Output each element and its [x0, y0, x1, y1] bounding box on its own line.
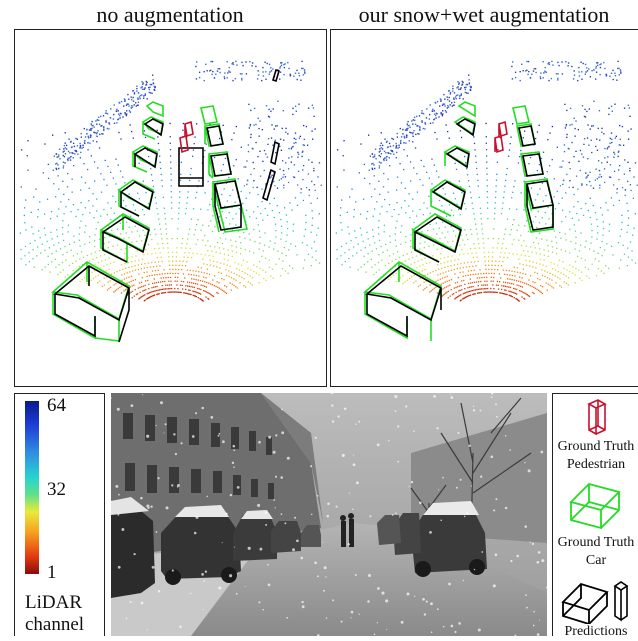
box-type-key-legend: Ground Truth Pedestrian Ground Truth Car…: [552, 393, 638, 639]
prediction-box-icon: [561, 581, 629, 624]
pedestrian-legend-line2: Pedestrian: [566, 457, 626, 472]
point-cloud: [335, 60, 638, 302]
lidar-view-no-augmentation: [14, 29, 327, 387]
bounding-boxes: [363, 101, 554, 341]
snowy-street-camera-image: [111, 393, 547, 636]
predictions-legend-label: Predictions: [564, 624, 628, 639]
lidar-channel-colorbar-legend: 64 32 1 LiDAR channel: [14, 393, 105, 636]
colorbar-axis-label-line1: LiDAR: [25, 592, 82, 613]
car-box-icon: [569, 482, 621, 530]
left-panel-title: no augmentation: [96, 2, 244, 27]
snowflakes: [111, 393, 547, 636]
pedestrian-legend-line1: Ground Truth: [557, 439, 635, 454]
car-legend-line1: Ground Truth: [557, 535, 635, 550]
car-legend-line2: Car: [585, 553, 607, 568]
lidar-scene-left: [19, 60, 322, 343]
street-scene-illustration: [111, 393, 547, 636]
bounding-boxes: [51, 68, 280, 343]
pedestrian-box-icon: [587, 399, 607, 436]
lidar-scene-right: [335, 60, 638, 341]
colorbar-mid-label: 32: [47, 479, 66, 500]
colorbar-min-label: 1: [47, 562, 57, 583]
lidar-view-snow-wet-augmentation: [330, 29, 638, 387]
colorbar-gradient: [25, 401, 39, 574]
colorbar-max-label: 64: [47, 395, 66, 416]
point-cloud: [19, 60, 322, 302]
right-panel-title: our snow+wet augmentation: [358, 2, 610, 27]
colorbar-axis-label-line2: channel: [25, 614, 85, 635]
